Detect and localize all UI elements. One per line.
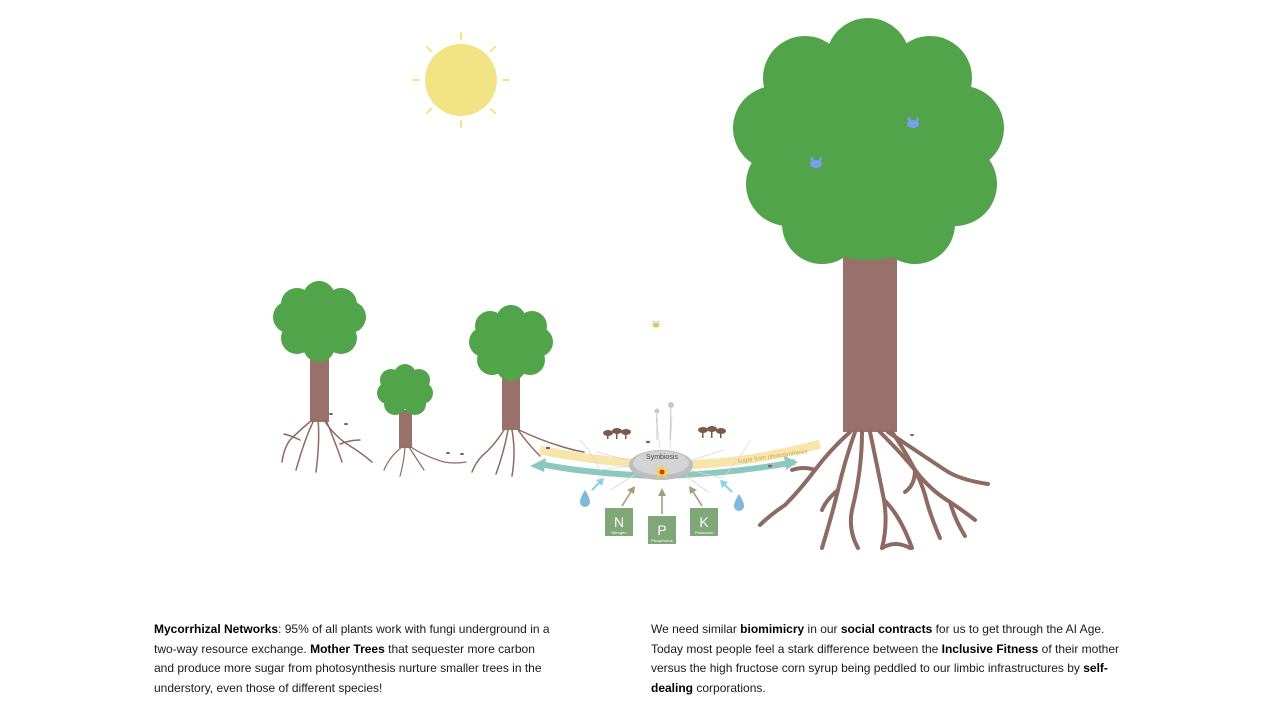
nutrient-box-nitrogen: N Nitrogen — [605, 508, 633, 536]
heart-icon — [659, 469, 665, 475]
caption-text: in our — [804, 622, 841, 636]
caption-term: Mycorrhizal Networks — [154, 622, 279, 636]
caption-text: for us to get through the AI Age. Today … — [651, 622, 1105, 656]
caption-term: Mother Trees — [310, 641, 385, 656]
mycorrhizal-network-diagram: sugar from photosynthesis Symbiosis — [273, 18, 1004, 550]
water-drop-left-icon — [580, 478, 604, 507]
small-tree-middle — [469, 305, 585, 477]
mother-tree — [733, 18, 1004, 550]
bug-icons — [329, 413, 914, 468]
caption-text: corporations. — [693, 680, 766, 695]
nutrient-name: Potassium — [695, 530, 714, 535]
nutrient-arrowheads — [627, 486, 697, 496]
sun-icon — [412, 32, 510, 128]
nutrient-symbol: P — [657, 522, 666, 538]
mushroom-cluster-left — [603, 428, 631, 439]
bee-icon — [652, 320, 660, 328]
caption-text: We need similar — [651, 622, 741, 636]
nutrient-name: Nitrogen — [611, 530, 626, 535]
caption-term: social contracts — [840, 622, 933, 636]
nutrient-symbol: N — [614, 514, 624, 530]
caption-mycorrhizal-networks: Mycorrhizal Networks: 95% of all plants … — [154, 620, 554, 698]
nutrient-box-phosphorus: P Phosphorus — [648, 516, 676, 544]
caption-term: self-dealing — [651, 661, 1108, 695]
symbiosis-hub: Symbiosis — [579, 415, 751, 493]
mushroom-cluster-right — [698, 426, 726, 438]
bird-icon — [810, 156, 822, 168]
caption-term: Inclusive Fitness — [941, 641, 1039, 656]
caption-text: : 95% of all plants work with fungi unde… — [154, 622, 550, 656]
tiny-tree — [377, 364, 467, 477]
nutrient-box-potassium: K Potassium — [690, 508, 718, 536]
caption-text: of their mother versus the high fructose… — [651, 641, 1120, 676]
dandelion-icon — [654, 402, 674, 441]
caption-term: biomimicry — [740, 622, 805, 636]
nutrient-arrows — [621, 489, 703, 514]
symbiosis-label: Symbiosis — [646, 454, 678, 461]
caption-biomimicry: We need similar biomimicry in our social… — [651, 620, 1121, 698]
caption-text: that sequester more carbon and produce m… — [154, 641, 542, 695]
water-drop-right-icon — [720, 480, 744, 511]
small-tree-left — [273, 281, 373, 473]
nutrient-symbol: K — [699, 514, 709, 530]
bird-icon — [907, 116, 919, 128]
nutrient-name: Phosphorus — [651, 538, 672, 543]
